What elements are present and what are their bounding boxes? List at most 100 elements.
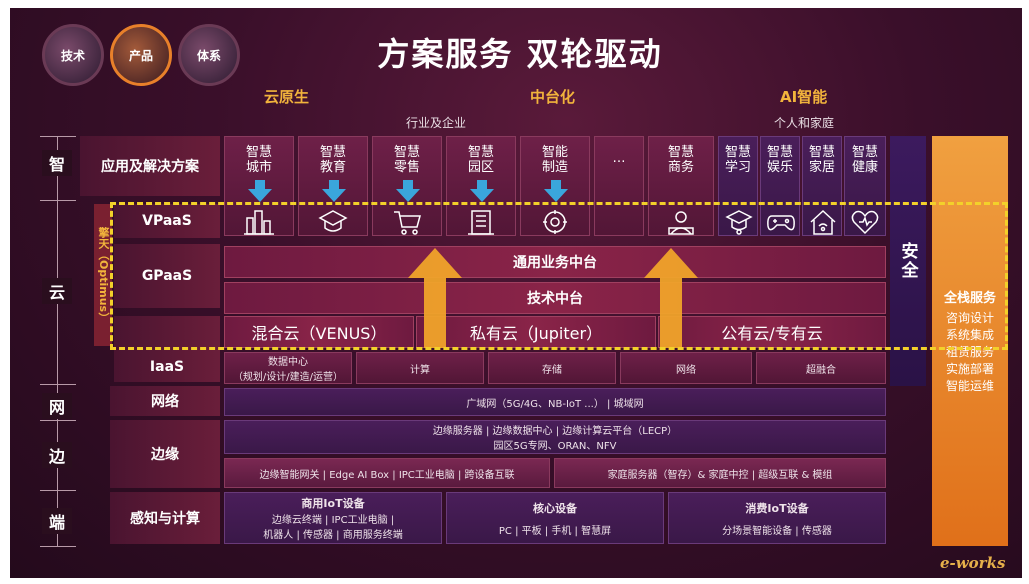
security-label: 安全 — [897, 242, 918, 280]
app-smart-business[interactable]: 智慧 商务 — [648, 136, 714, 236]
row-label-edge: 边缘 — [110, 420, 220, 488]
app-smart-health[interactable]: 智慧 健康 — [844, 136, 886, 236]
iaas-hyperconverged: 超融合 — [756, 352, 886, 384]
app-label-line1: 智慧 — [766, 145, 793, 160]
app-label-line2: 制造 — [541, 160, 568, 175]
tier-divider — [40, 136, 76, 137]
app-label-line1: … — [612, 151, 626, 166]
smart-home-icon — [810, 209, 836, 235]
down-arrow-icon — [470, 180, 494, 202]
gamepad-icon — [767, 215, 795, 231]
tech-circle[interactable]: 技术 — [42, 24, 104, 86]
down-arrow-icon — [322, 180, 346, 202]
building-icon — [468, 210, 494, 235]
down-arrow-icon — [248, 180, 272, 202]
app-label-line1: 智慧 — [808, 145, 835, 160]
full-stack-item: 系统集成 — [945, 328, 994, 342]
full-stack-item: 智能运维 — [945, 379, 994, 393]
business-person-icon — [668, 211, 694, 235]
device-title: 核心设备 — [533, 501, 577, 515]
edge-bottom-right: 家庭服务器（智存）& 家庭中控 | 超级互联 & 模组 — [554, 458, 886, 488]
tier-yun: 云 — [42, 278, 72, 304]
network-bar: 广域网（5G/4G、NB-IoT ...） | 城域网 — [224, 388, 886, 416]
full-stack-item: 咨询设计 — [945, 311, 994, 325]
security-column: 安全 — [890, 136, 926, 386]
edge-top-line2: 园区5G专网、ORAN、NFV — [493, 441, 617, 452]
row-label-sensing: 感知与计算 — [110, 492, 220, 544]
full-stack-title: 全栈服务 — [943, 291, 996, 306]
device-title: 消费IoT设备 — [745, 501, 809, 515]
app-smart-learning[interactable]: 智慧 学习 — [718, 136, 758, 236]
edge-top-line1: 边缘服务器 | 边缘数据中心 | 边缘计算云平台（LECP） — [432, 426, 678, 437]
app-label-line2: 商务 — [667, 160, 694, 175]
heart-icon — [851, 210, 879, 235]
device-line1: 分场景智能设备 | 传感器 — [722, 525, 832, 537]
gpaas-tech-bar: 技术中台 — [224, 282, 886, 314]
device-line2: 机器人 | 传感器 | 商用服务终端 — [263, 530, 403, 541]
shopping-cart-icon — [394, 211, 421, 235]
tier-axis — [57, 136, 58, 546]
app-smart-city[interactable]: 智慧 城市 — [224, 136, 294, 236]
learning-icon — [725, 210, 753, 235]
edge-top-bar: 边缘服务器 | 边缘数据中心 | 边缘计算云平台（LECP） 园区5G专网、OR… — [224, 420, 886, 454]
app-more[interactable]: … — [594, 136, 644, 236]
optimus-band: 擎天（Optimus） — [94, 204, 112, 346]
device-title: 商用IoT设备 — [301, 497, 365, 510]
gpaas-business-bar: 通用业务中台 — [224, 246, 886, 278]
up-arrow-icon — [644, 248, 698, 348]
full-stack-column: 全栈服务 咨询设计 系统集成 租赁服务 实施部署 智能运维 — [932, 136, 1008, 546]
device-line1: PC | 平板 | 手机 | 智慧屏 — [498, 525, 612, 537]
tier-duan: 端 — [42, 508, 72, 534]
app-label-line1: 智慧 — [319, 145, 346, 160]
tier-divider — [40, 384, 76, 385]
system-circle[interactable]: 体系 — [178, 24, 240, 86]
row-label-iaas: IaaS — [114, 316, 220, 382]
subtitle-personal: 个人和家庭 — [774, 116, 835, 130]
edge-bottom-left: 边缘智能网关 | Edge AI Box | IPC工业电脑 | 跨设备互联 — [224, 458, 550, 488]
cloud-public: 公有云/专有云 — [658, 316, 886, 348]
app-label-line1: 智慧 — [667, 145, 694, 160]
row-label-vpaas: VPaaS — [114, 204, 220, 238]
brain-gear-icon — [543, 210, 567, 234]
pillar-ai: AI智能 — [780, 88, 828, 106]
app-label-line2: 园区 — [467, 160, 494, 175]
device-line1: 边缘云终端 | IPC工业电脑 | — [271, 515, 395, 526]
slide: 技术 产品 体系 方案服务 双轮驱动 云原生 中台化 AI智能 行业及企业 个人… — [10, 8, 1022, 578]
app-label-line1: 智慧 — [245, 145, 272, 160]
app-label-line2: 健康 — [851, 160, 878, 175]
iaas-network: 网络 — [620, 352, 752, 384]
product-circle[interactable]: 产品 — [110, 24, 172, 86]
iaas-compute: 计算 — [356, 352, 484, 384]
app-smart-home[interactable]: 智慧 家居 — [802, 136, 842, 236]
app-label-line2: 城市 — [245, 160, 272, 175]
app-label-line2: 教育 — [319, 160, 346, 175]
row-label-gpaas: GPaaS — [114, 244, 220, 308]
iaas-storage: 存储 — [488, 352, 616, 384]
device-consumer-iot: 消费IoT设备 分场景智能设备 | 传感器 — [668, 492, 886, 544]
device-commercial-iot: 商用IoT设备 边缘云终端 | IPC工业电脑 | 机器人 | 传感器 | 商用… — [224, 492, 442, 544]
optimus-label: 擎天（Optimus） — [97, 226, 110, 324]
cloud-private: 私有云（Jupiter） — [416, 316, 656, 348]
app-label-line2: 零售 — [393, 160, 420, 175]
device-core: 核心设备 PC | 平板 | 手机 | 智慧屏 — [446, 492, 664, 544]
tech-circle-label: 技术 — [60, 48, 85, 63]
subtitle-industry: 行业及企业 — [406, 116, 467, 130]
full-stack-item: 实施部署 — [945, 362, 994, 376]
up-arrow-icon — [408, 248, 462, 348]
tier-divider — [40, 200, 76, 201]
row-label-network: 网络 — [110, 386, 220, 416]
full-stack-item: 租赁服务 — [945, 345, 994, 359]
row-label-apps: 应用及解决方案 — [80, 136, 220, 196]
app-label-line1: 智慧 — [467, 145, 494, 160]
app-label-line2: 学习 — [724, 160, 751, 175]
product-circle-label: 产品 — [128, 48, 153, 63]
pillar-middle-platform: 中台化 — [530, 88, 576, 106]
tier-divider — [40, 420, 76, 421]
tier-divider — [40, 546, 76, 547]
tier-divider — [40, 490, 76, 491]
pillar-cloud-native: 云原生 — [264, 88, 310, 106]
row-label-iaas-text: IaaS — [149, 359, 185, 375]
app-label-line1: 智能 — [541, 145, 568, 160]
cloud-hybrid: 混合云（VENUS） — [224, 316, 414, 348]
city-icon — [244, 210, 274, 235]
